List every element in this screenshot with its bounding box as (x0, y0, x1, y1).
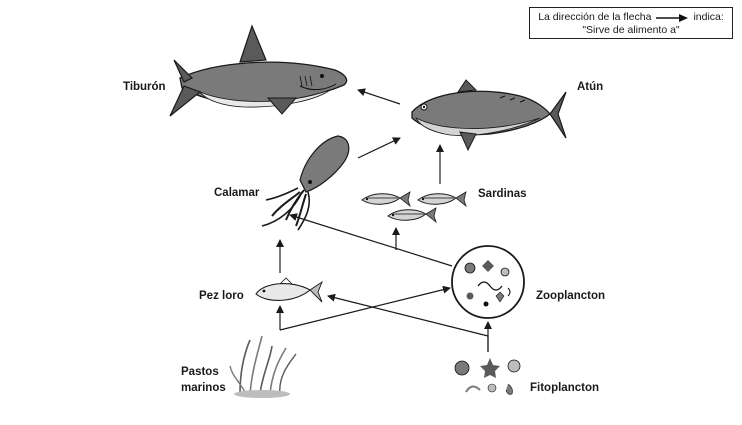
parrotfish-illustration (255, 277, 323, 303)
label-fitoplancton: Fitoplancton (530, 382, 599, 394)
label-tiburon: Tiburón (123, 81, 166, 93)
feeding-arrows (276, 88, 492, 352)
tuna-illustration (411, 79, 567, 152)
label-pastos-marinos-line1: Pastos (181, 366, 219, 378)
squid-illustration (261, 135, 350, 231)
arrow-atun-to-tiburon (357, 88, 401, 105)
seagrass-illustration (229, 335, 297, 398)
sardines-illustration (361, 191, 467, 224)
legend-box: La dirección de la flecha indica: "Sirve… (529, 7, 733, 39)
label-sardinas: Sardinas (478, 188, 527, 200)
label-zooplancton: Zooplancton (536, 290, 605, 302)
shark-illustration (169, 24, 348, 117)
arrow-fitoplancton-to-pez-loro (327, 293, 489, 352)
label-pastos-marinos-line2: marinos (181, 382, 226, 394)
legend-text-meaning: "Sirve de alimento a" (582, 24, 680, 36)
label-pez-loro: Pez loro (199, 290, 244, 302)
legend-arrow-icon (656, 13, 689, 22)
label-atun: Atún (577, 81, 604, 93)
legend-text-prefix: La dirección de la flecha (538, 11, 652, 23)
phytoplankton-illustration (454, 358, 521, 395)
legend-text-suffix: indica: (693, 11, 724, 23)
arrow-pastos-to-zooplancton (279, 285, 451, 331)
label-calamar: Calamar (214, 187, 260, 199)
zooplankton-illustration (451, 245, 525, 319)
arrow-zooplancton-to-calamar (289, 213, 453, 267)
arrow-calamar-to-atun (357, 137, 401, 159)
